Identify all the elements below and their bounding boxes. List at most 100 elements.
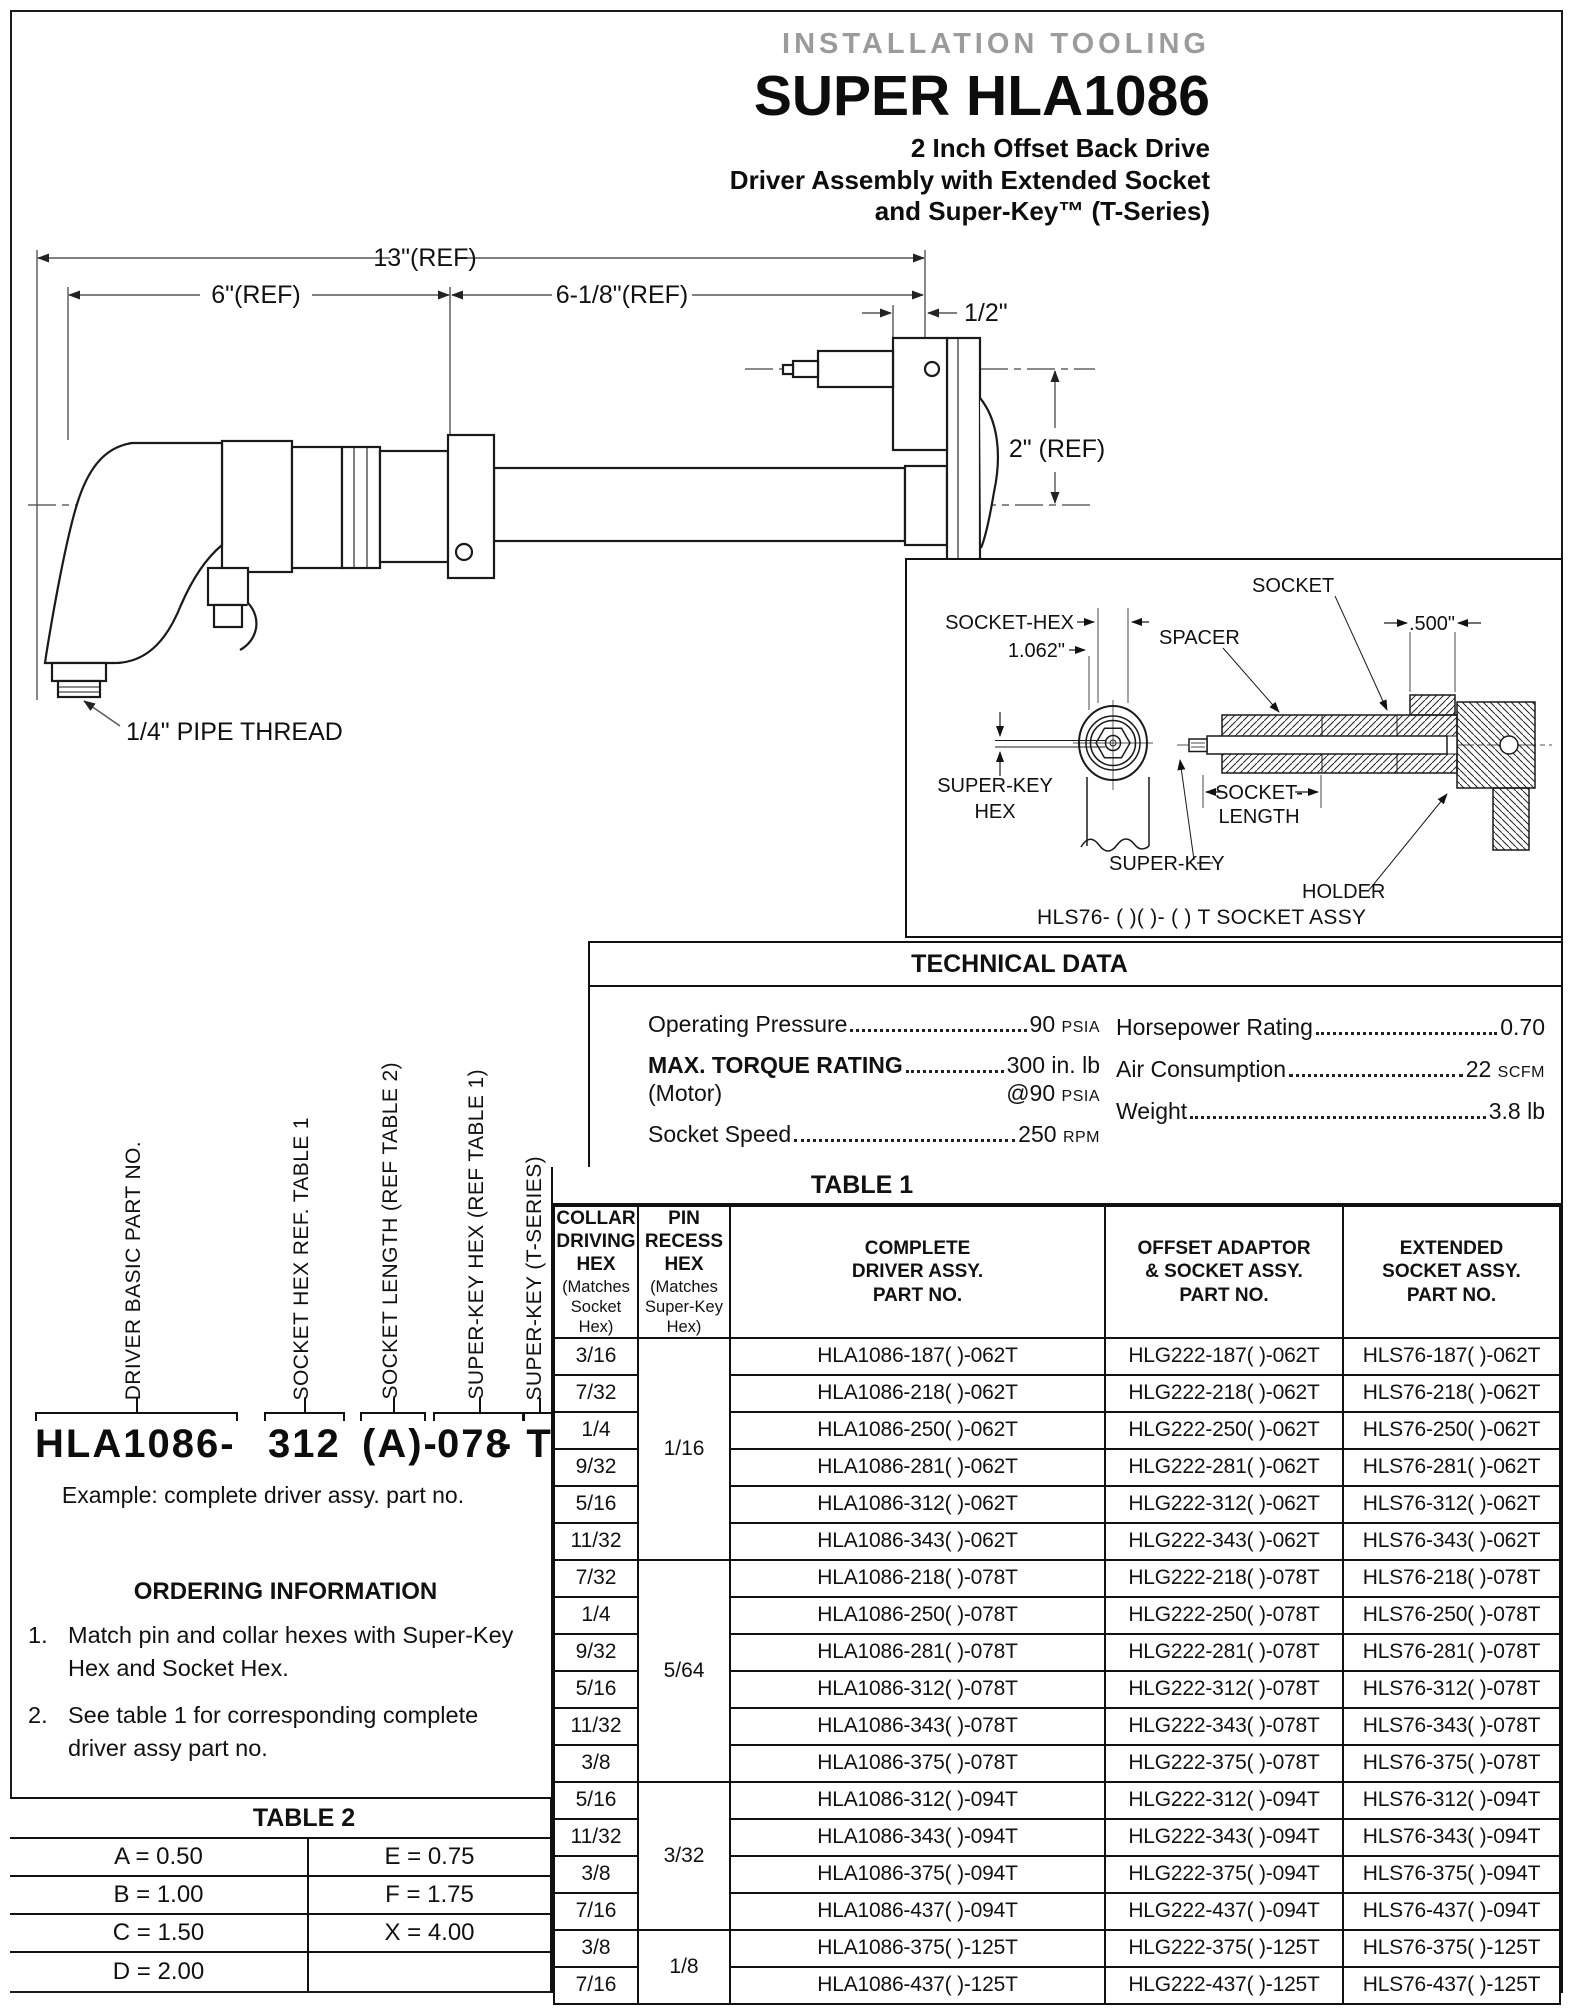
- complete-driver-assy-part-no: HLA1086-343( )-078T: [729, 1706, 1106, 1746]
- complete-driver-assy-part-no: HLA1086-187( )-062T: [729, 1336, 1106, 1376]
- spec-value: 3.8 lb: [1488, 1098, 1545, 1124]
- complete-driver-assy-part-no: HLA1086-218( )-078T: [729, 1558, 1106, 1598]
- complete-driver-assy-part-no: HLA1086-250( )-078T: [729, 1595, 1106, 1635]
- complete-driver-assy-part-no: HLA1086-375( )-125T: [729, 1928, 1106, 1968]
- dim-overall-label: 13"(REF): [373, 244, 476, 272]
- spec-weight: Weight 3.8 lb: [1116, 1098, 1545, 1125]
- subtitle-line-1: 2 Inch Offset Back Drive: [910, 133, 1210, 163]
- spacer-label: SPACER: [1159, 627, 1240, 649]
- length-code: B = 1.00: [113, 1881, 204, 1908]
- extended-socket-assy-part-no: HLS76-343( )-094T: [1342, 1817, 1561, 1857]
- spec-subvalue: @90 PSIA: [1006, 1080, 1100, 1106]
- extended-socket-assy-part-no: HLS76-312( )-078T: [1342, 1669, 1561, 1709]
- leader-dots: [1289, 1074, 1463, 1077]
- collar-driving-hex-cell: 3/16: [553, 1336, 639, 1376]
- pipe-thread-label: 1/4" PIPE THREAD: [126, 718, 343, 746]
- extended-socket-assy-part-no: HLS76-218( )-062T: [1342, 1373, 1561, 1413]
- pin-recess-hex-cell: 1/8: [637, 1928, 731, 2005]
- technical-data-left-column: Operating Pressure 90 PSIA MAX. TORQUE R…: [648, 999, 1100, 1148]
- pin-recess-hex-cell: 5/64: [637, 1558, 731, 1783]
- collar-driving-hex-cell: 5/16: [553, 1669, 639, 1709]
- extended-socket-assy-part-no: HLS76-187( )-062T: [1342, 1336, 1561, 1376]
- example-part-number: HLA1086- 312 (A)- 078 - T: [28, 1422, 563, 1468]
- table-row: D = 2.00: [10, 1953, 550, 1991]
- dim-front-label: 6"(REF): [211, 281, 300, 309]
- pn-tick: [393, 1398, 395, 1412]
- collar-driving-hex-cell: 1/4: [553, 1595, 639, 1635]
- pn-bracket: [433, 1412, 525, 1421]
- super-key-hex-label-2: HEX: [974, 801, 1015, 823]
- technical-data-title: TECHNICAL DATA: [590, 943, 1561, 987]
- collar-driving-hex-cell: 7/16: [553, 1891, 639, 1931]
- collar-driving-hex-cell: 1/4: [553, 1410, 639, 1450]
- table-row: B = 1.00 F = 1.75: [10, 1877, 550, 1915]
- complete-driver-assy-part-no: HLA1086-312( )-062T: [729, 1484, 1106, 1524]
- pn-label-super-key-hex: SUPER-KEY HEX (REF TABLE 1): [465, 1069, 488, 1400]
- pin-recess-hex-cell: 1/16: [637, 1336, 731, 1561]
- collar-driving-hex-cell: 9/32: [553, 1632, 639, 1672]
- table-row: A = 0.50 E = 0.75: [10, 1839, 550, 1877]
- column-header-driver-assy: COMPLETE DRIVER ASSY. PART NO.: [729, 1205, 1106, 1339]
- technical-data-panel: TECHNICAL DATA Operating Pressure 90 PSI…: [588, 941, 1563, 1167]
- dim-rear-label: 6-1/8"(REF): [556, 281, 689, 309]
- extended-socket-assy-part-no: HLS76-250( )-078T: [1342, 1595, 1561, 1635]
- collar-driving-hex-cell: 5/16: [553, 1780, 639, 1820]
- collar-driving-hex-cell: 7/32: [553, 1558, 639, 1598]
- complete-driver-assy-part-no: HLA1086-343( )-094T: [729, 1817, 1106, 1857]
- extended-socket-assy-part-no: HLS76-375( )-125T: [1342, 1928, 1561, 1968]
- dimension-lines: [36, 250, 1060, 727]
- collar-driving-hex-cell: 5/16: [553, 1484, 639, 1524]
- part-number-breakdown: DRIVER BASIC PART NO. SOCKET HEX REF. TA…: [28, 1046, 563, 1528]
- ordering-item-1: 1. Match pin and collar hexes with Super…: [28, 1619, 543, 1686]
- complete-driver-assy-part-no: HLA1086-218( )-062T: [729, 1373, 1106, 1413]
- subtitle-line-2: Driver Assembly with Extended Socket: [729, 164, 1210, 195]
- offset-adaptor-socket-assy-part-no: HLG222-281( )-062T: [1104, 1447, 1344, 1487]
- spec-label: Weight: [1116, 1098, 1188, 1124]
- item-text: See table 1 for corresponding complete d…: [68, 1701, 479, 1762]
- table-1-title: TABLE 1: [553, 1167, 1561, 1205]
- offset-adaptor-socket-assy-part-no: HLG222-375( )-125T: [1104, 1928, 1344, 1968]
- pn-segment-key-hex: 078: [437, 1422, 510, 1466]
- item-text: Match pin and collar hexes with Super-Ke…: [68, 1622, 514, 1682]
- technical-data-right-column: Horsepower Rating 0.70 Air Consumption 2…: [1116, 999, 1545, 1148]
- pn-label-super-key: SUPER-KEY (T-SERIES): [523, 1155, 546, 1401]
- length-code: A = 0.50: [114, 1843, 203, 1870]
- spec-value: 0.70: [1500, 1014, 1545, 1040]
- offset-adaptor-socket-assy-part-no: HLG222-437( )-094T: [1104, 1891, 1344, 1931]
- column-header-offset-adaptor: OFFSET ADAPTOR & SOCKET ASSY. PART NO.: [1104, 1205, 1344, 1339]
- super-key-label: SUPER-KEY: [1109, 853, 1225, 875]
- spec-sublabel: (Motor): [648, 1080, 723, 1106]
- dim-offset-label: 2" (REF): [1009, 435, 1105, 463]
- offset-adaptor-socket-assy-part-no: HLG222-218( )-078T: [1104, 1558, 1344, 1598]
- spec-value: 22 SCFM: [1465, 1056, 1545, 1082]
- extended-socket-assy-part-no: HLS76-343( )-062T: [1342, 1521, 1561, 1561]
- collar-driving-hex-cell: 11/32: [553, 1706, 639, 1746]
- subtitle: 2 Inch Offset Back Drive Driver Assembly…: [690, 133, 1210, 228]
- spec-horsepower: Horsepower Rating 0.70: [1116, 1014, 1545, 1041]
- socket-length-label-1: SOCKET-: [1215, 782, 1303, 804]
- pn-segment-basic: HLA1086-: [35, 1422, 236, 1466]
- offset-adaptor-socket-assy-part-no: HLG222-343( )-078T: [1104, 1706, 1344, 1746]
- pn-label-socket-length: SOCKET LENGTH (REF TABLE 2): [379, 1062, 402, 1400]
- tool-outline: [43, 336, 999, 699]
- extended-socket-assy-part-no: HLS76-437( )-094T: [1342, 1891, 1561, 1931]
- complete-driver-assy-part-no: HLA1086-343( )-062T: [729, 1521, 1106, 1561]
- extended-socket-assy-part-no: HLS76-343( )-078T: [1342, 1706, 1561, 1746]
- spec-label: Air Consumption: [1116, 1056, 1287, 1082]
- spec-value: 250 RPM: [1018, 1121, 1100, 1147]
- super-key-hex-label-1: SUPER-KEY: [937, 775, 1053, 797]
- offset-adaptor-socket-assy-part-no: HLG222-343( )-094T: [1104, 1817, 1344, 1857]
- collar-driving-hex-cell: 3/8: [553, 1743, 639, 1783]
- series-kicker: INSTALLATION TOOLING: [782, 28, 1210, 60]
- offset-adaptor-socket-assy-part-no: HLG222-375( )-078T: [1104, 1743, 1344, 1783]
- technical-data-body: Operating Pressure 90 PSIA MAX. TORQUE R…: [590, 987, 1561, 1148]
- tool-drawing: 13"(REF) 6"(REF) 6-1/8"(REF) 1/2" 2" (RE…: [28, 244, 1105, 746]
- complete-driver-assy-part-no: HLA1086-375( )-078T: [729, 1743, 1106, 1783]
